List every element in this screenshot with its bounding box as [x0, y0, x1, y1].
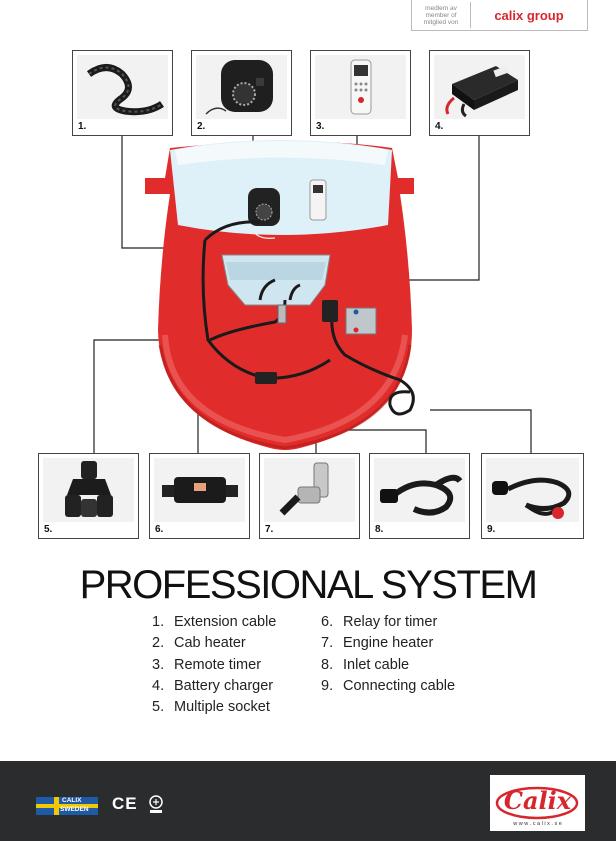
cab-heater-in-car: [248, 188, 280, 239]
calix-group-name: calix group: [494, 7, 564, 23]
list-item-label: Multiple socket: [174, 699, 270, 716]
box-number: 6.: [155, 524, 164, 535]
multiple-socket-icon: [43, 458, 134, 522]
box-engine-heater: 7.: [259, 453, 360, 539]
remote-timer-icon: [315, 55, 406, 119]
box-number: 1.: [78, 121, 87, 132]
relay-in-car: [255, 372, 277, 384]
calix-logo-icon: [495, 786, 579, 820]
box-extension-cable: 1.: [72, 50, 173, 136]
member-of-text: medlem av member of mitglied von: [412, 2, 471, 28]
list-item-number: 6.: [321, 614, 334, 630]
box-number: 2.: [197, 121, 206, 132]
ce-mark-icon: CE: [112, 794, 138, 813]
box-cab-heater: 2.: [191, 50, 292, 136]
list-item: 9. Connecting cable: [321, 676, 455, 697]
flag-text-sweden: SWEDEN: [60, 806, 89, 813]
list-item: 7. Engine heater: [321, 633, 455, 654]
page-title: PROFESSIONAL SYSTEM: [79, 563, 538, 607]
list-item-label: Cab heater: [174, 635, 246, 652]
battery-in-car: [345, 307, 377, 335]
box-number: 8.: [375, 524, 384, 535]
member-line-3: mitglied von: [423, 18, 459, 26]
box-number: 5.: [44, 524, 53, 535]
box-number: 3.: [316, 121, 325, 132]
list-item: 1. Extension cable: [152, 612, 276, 633]
engine-heater-icon: [264, 458, 355, 522]
relay-for-timer-icon: [154, 458, 245, 522]
extension-cable-icon: [77, 55, 168, 119]
member-line-2: member of: [425, 11, 457, 19]
remote-in-car: [309, 179, 327, 221]
legend-list-left: 1. Extension cable 2. Cab heater 3. Remote …: [152, 612, 276, 718]
list-item-label: Inlet cable: [343, 656, 410, 673]
list-item-number: 5.: [152, 699, 165, 716]
list-item-number: 1.: [152, 614, 165, 630]
list-item-label: Connecting cable: [343, 677, 456, 694]
list-item-number: 3.: [152, 656, 165, 673]
box-number: 7.: [265, 524, 274, 535]
box-number: 9.: [487, 524, 496, 535]
engine-heater-in-car: [277, 304, 287, 324]
list-item-label: Extension cable: [174, 614, 277, 630]
list-item: 5. Multiple socket: [152, 697, 276, 718]
box-multiple-socket: 5.: [38, 453, 139, 539]
flag-text-calix: CALIX: [62, 797, 82, 804]
list-item-number: 4.: [152, 677, 165, 694]
legend-list-right: 6. Relay for timer 7. Engine heater 8. Inle…: [321, 612, 455, 697]
battery-charger-icon: [434, 55, 525, 119]
car-body: [145, 140, 414, 450]
box-battery-charger: 4.: [429, 50, 530, 136]
box-inlet-cable: 8.: [369, 453, 470, 539]
box-remote-timer: 3.: [310, 50, 411, 136]
list-item-label: Engine heater: [343, 635, 434, 652]
connecting-cable-icon: [486, 458, 579, 522]
list-item-label: Remote timer: [174, 656, 262, 673]
box-relay-for-timer: 6.: [149, 453, 250, 539]
list-item-number: 8.: [321, 656, 334, 673]
list-item: 6. Relay for timer: [321, 612, 455, 633]
box-connecting-cable: 9.: [481, 453, 584, 539]
list-item: 3. Remote timer: [152, 655, 276, 676]
charger-in-car: [322, 300, 338, 322]
sweden-flag-icon: CALIX SWEDEN: [36, 797, 98, 815]
list-item-number: 9.: [321, 677, 334, 694]
member-line-1: medlem av: [425, 4, 457, 12]
calix-logo: Calix w w w . c a l i x . s e: [490, 775, 585, 831]
list-item: 4. Battery charger: [152, 676, 276, 697]
car-diagram: [93, 135, 532, 453]
member-badge: medlem av member of mitglied von calix g…: [411, 0, 588, 31]
list-item-label: Relay for timer: [343, 614, 438, 630]
list-item-label: Battery charger: [174, 677, 274, 694]
list-item: 2. Cab heater: [152, 633, 276, 654]
certification-mark-icon: [149, 795, 163, 813]
list-item-number: 2.: [152, 635, 165, 652]
inlet-cable-icon: [374, 458, 465, 522]
cab-heater-icon: [196, 55, 287, 119]
box-number: 4.: [435, 121, 444, 132]
list-item: 8. Inlet cable: [321, 655, 455, 676]
calix-logo-text: Calix: [503, 786, 572, 815]
list-item-number: 7.: [321, 635, 334, 652]
website-url[interactable]: w w w . c a l i x . s e: [513, 821, 562, 827]
